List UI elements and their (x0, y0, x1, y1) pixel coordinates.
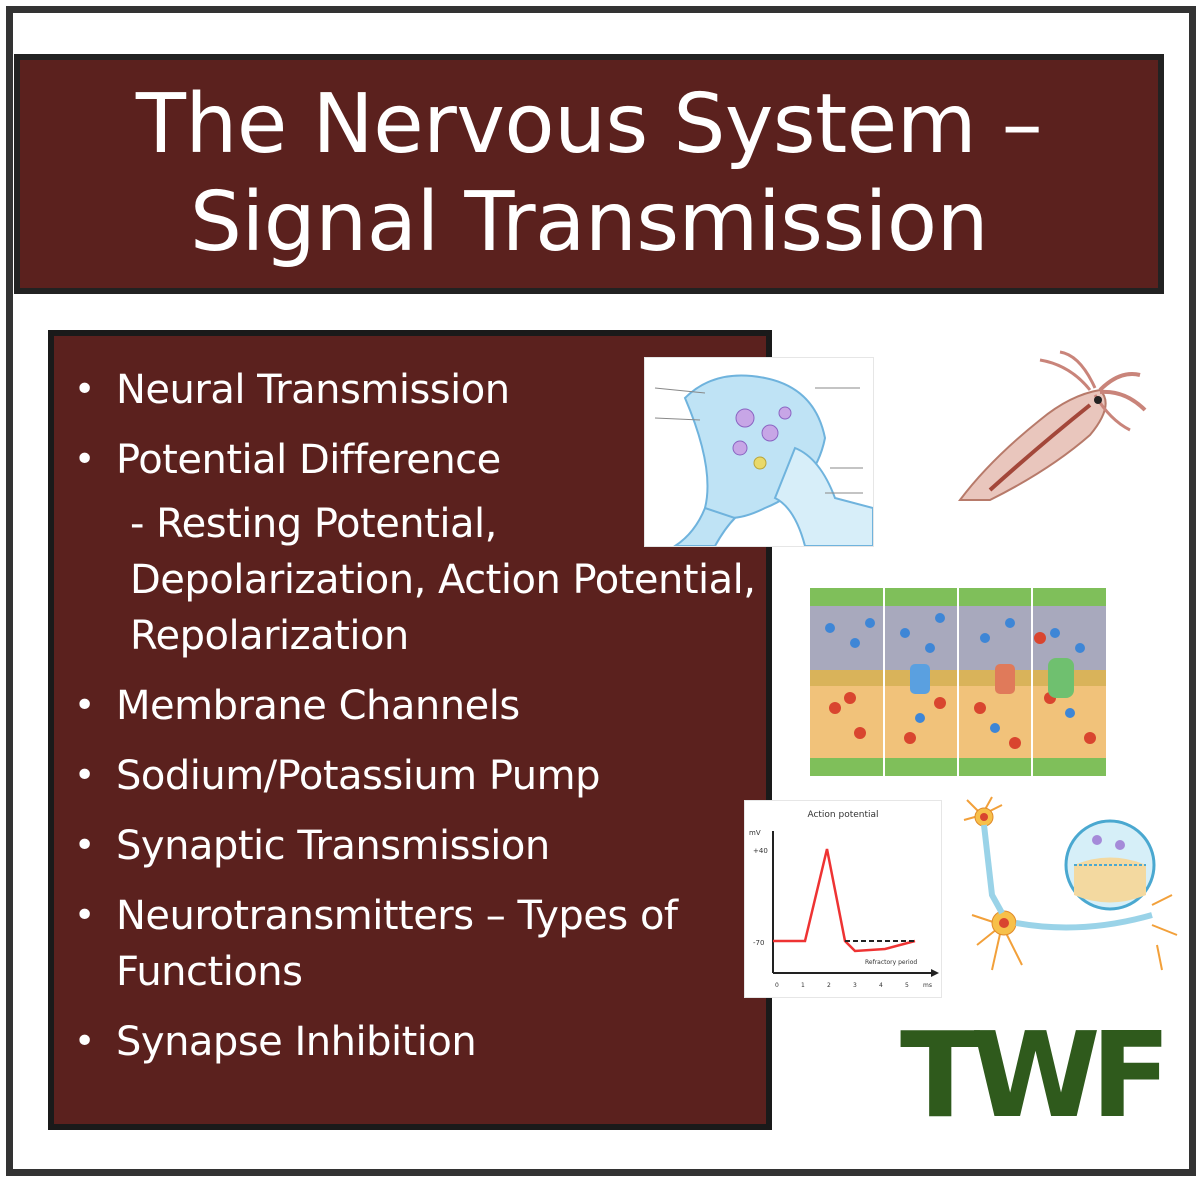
topic-label: Sodium/Potassium Pump (116, 753, 600, 799)
squid-illustration (957, 350, 1147, 501)
topic-label: Neural Transmission (116, 367, 510, 413)
graph-annotation: Refractory period (865, 959, 917, 966)
topic-label: Membrane Channels (116, 683, 520, 729)
topic-item: • Synaptic Transmission (68, 818, 768, 874)
graph-x-tick: 0 (775, 982, 779, 989)
topic-label: Neurotransmitters – Types of Functions (116, 893, 678, 995)
twf-logo: TWF (900, 1006, 1171, 1144)
topic-item: • Neurotransmitters – Types of Functions (68, 888, 768, 1000)
graph-curve (773, 848, 916, 953)
topic-item: • Neural Transmission (68, 362, 768, 418)
bullet-dot: • (74, 895, 95, 936)
membrane-channels-illustration (810, 588, 1106, 776)
graph-y-tick: +40 (753, 847, 768, 855)
topic-label: Synaptic Transmission (116, 823, 550, 869)
neurons-illustration (963, 796, 1178, 971)
topic-item: • Sodium/Potassium Pump (68, 748, 768, 804)
graph-x-tick: 3 (853, 982, 857, 989)
bullet-dot: • (74, 1021, 95, 1062)
bullet-dot: • (74, 685, 95, 726)
topic-item: • Synapse Inhibition (68, 1014, 768, 1070)
bullet-dot: • (74, 755, 95, 796)
topic-list: • Neural Transmission • Potential Differ… (68, 362, 768, 1084)
bullet-dot: • (74, 369, 95, 410)
graph-x-tick: 2 (827, 982, 831, 989)
topic-subitem: - Resting Potential, Depolarization, Act… (130, 501, 756, 659)
graph-x-unit: ms (923, 982, 932, 989)
graph-y-unit: mV (749, 829, 761, 837)
topic-label: Synapse Inhibition (116, 1019, 477, 1065)
bullet-dot: • (74, 825, 95, 866)
graph-x-tick: 4 (879, 982, 883, 989)
graph-x-tick: 5 (905, 982, 909, 989)
graph-title: Action potential (807, 810, 878, 820)
bullet-dot: • (74, 439, 95, 480)
topic-item: • Potential Difference (68, 432, 768, 488)
graph-x-tick: 1 (801, 982, 805, 989)
graph-y-tick: -70 (753, 939, 764, 947)
synapse-illustration (644, 357, 874, 547)
title-banner: The Nervous System – Signal Transmission (14, 54, 1164, 294)
title-line-2: Signal Transmission (189, 175, 989, 270)
action-potential-graph: Action potential mV +40 -70 Refractory p… (744, 800, 942, 998)
topic-label: Potential Difference (116, 437, 501, 483)
topic-item: • Membrane Channels (68, 678, 768, 734)
title-line-1: The Nervous System – (135, 77, 1043, 172)
